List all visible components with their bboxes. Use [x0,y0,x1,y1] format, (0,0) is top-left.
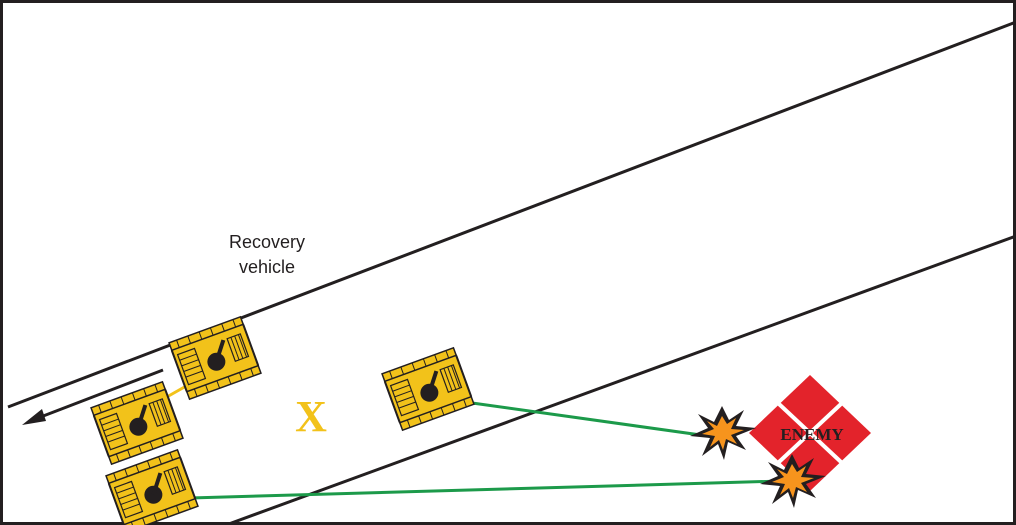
enemy-position-icon [749,375,871,491]
recovery-vehicle-label-line1: Recovery [229,232,305,252]
fire-line-lower [189,479,783,500]
fire-line-upper [464,400,716,439]
road-edge-lower [225,234,1016,525]
x-marker: X [295,392,327,441]
enemy-label: ENEMY [780,425,843,444]
recovery-vehicle-label-line2: vehicle [239,257,295,277]
movement-arrow-icon [22,368,164,425]
